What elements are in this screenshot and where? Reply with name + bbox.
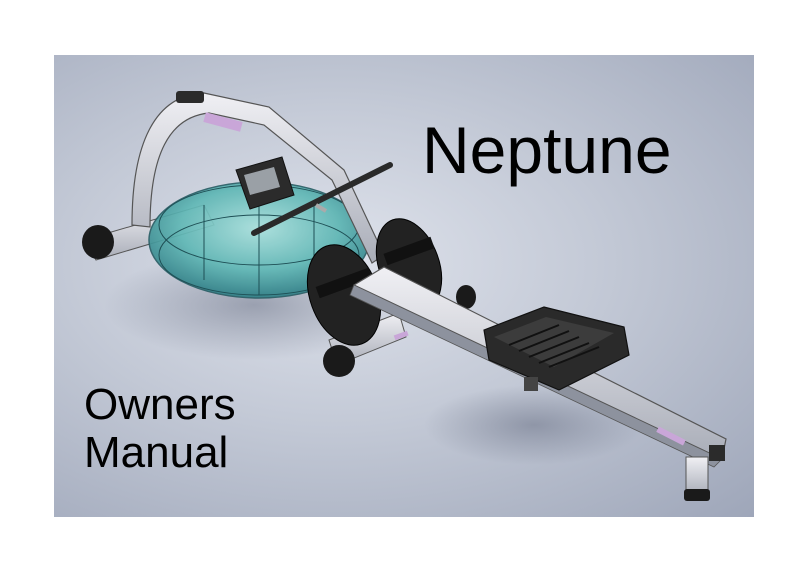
foot-pad [684, 489, 710, 501]
cover-subtitle: Owners Manual [84, 381, 236, 477]
foot-pad [323, 345, 355, 377]
foot-pad [82, 225, 114, 259]
rail-end-cap [709, 445, 725, 461]
subtitle-line: Owners [84, 381, 236, 429]
subtitle-line: Manual [84, 429, 236, 477]
cover-panel: Neptune Owners Manual [54, 55, 754, 517]
cover-title: Neptune [422, 117, 672, 183]
top-cap [176, 91, 204, 103]
seat [484, 307, 629, 391]
